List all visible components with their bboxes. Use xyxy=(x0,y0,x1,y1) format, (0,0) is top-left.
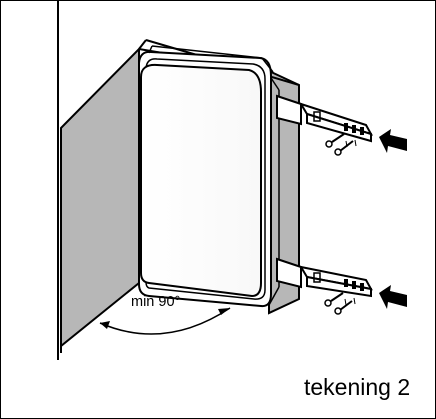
door-panel xyxy=(138,45,280,308)
opening-angle-arc xyxy=(99,307,231,335)
hinge-bracket-bottom xyxy=(276,257,373,298)
figure-caption: tekening 2 xyxy=(304,374,411,400)
screw-icon xyxy=(325,133,357,156)
screw-icon xyxy=(324,292,356,315)
cabinet-opening xyxy=(57,1,140,360)
hinge-bracket-top xyxy=(276,94,374,143)
angle-label: min 90° xyxy=(131,294,180,310)
arrow-icon xyxy=(379,285,407,309)
arrow-icon xyxy=(379,129,407,153)
